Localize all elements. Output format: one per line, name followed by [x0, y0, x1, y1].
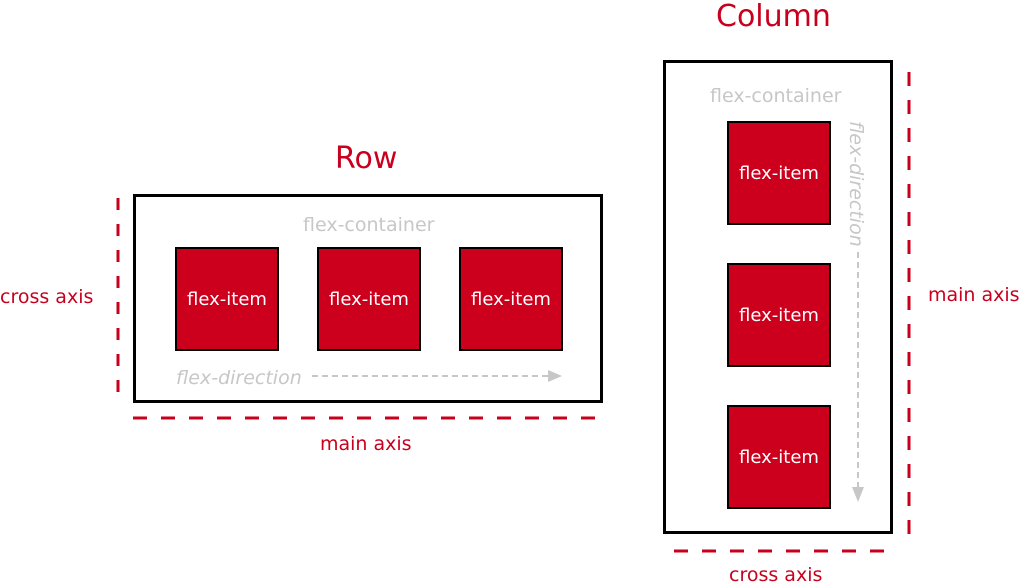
column-container-label: flex-container: [710, 85, 842, 107]
column-direction-label: flex-direction: [845, 121, 867, 247]
row-flex-item-3: flex-item: [459, 247, 563, 351]
column-flex-item-label: flex-item: [739, 162, 819, 184]
column-main-axis-label: main axis: [928, 284, 1020, 306]
row-main-axis-label: main axis: [320, 433, 412, 455]
row-direction-arrowhead: [548, 370, 562, 382]
row-flex-container: flex-container flex-item flex-item flex-…: [133, 194, 603, 403]
column-flex-item-2: flex-item: [727, 263, 831, 367]
row-flex-item-label: flex-item: [471, 288, 551, 310]
column-direction-arrowhead: [852, 487, 864, 502]
column-flex-item-label: flex-item: [739, 304, 819, 326]
row-direction-label: flex-direction: [176, 367, 302, 389]
row-cross-axis-label: cross axis: [0, 286, 94, 308]
row-flex-item-label: flex-item: [329, 288, 409, 310]
column-cross-axis-label: cross axis: [729, 564, 823, 586]
column-title: Column: [716, 0, 831, 34]
column-flex-item-1: flex-item: [727, 121, 831, 225]
row-flex-item-label: flex-item: [187, 288, 267, 310]
row-flex-item-2: flex-item: [317, 247, 421, 351]
row-flex-item-1: flex-item: [175, 247, 279, 351]
column-flex-item-label: flex-item: [739, 446, 819, 468]
row-container-label: flex-container: [303, 214, 435, 236]
column-flex-container: flex-container flex-item flex-item flex-…: [663, 60, 893, 534]
row-title: Row: [335, 141, 398, 176]
column-flex-item-3: flex-item: [727, 405, 831, 509]
